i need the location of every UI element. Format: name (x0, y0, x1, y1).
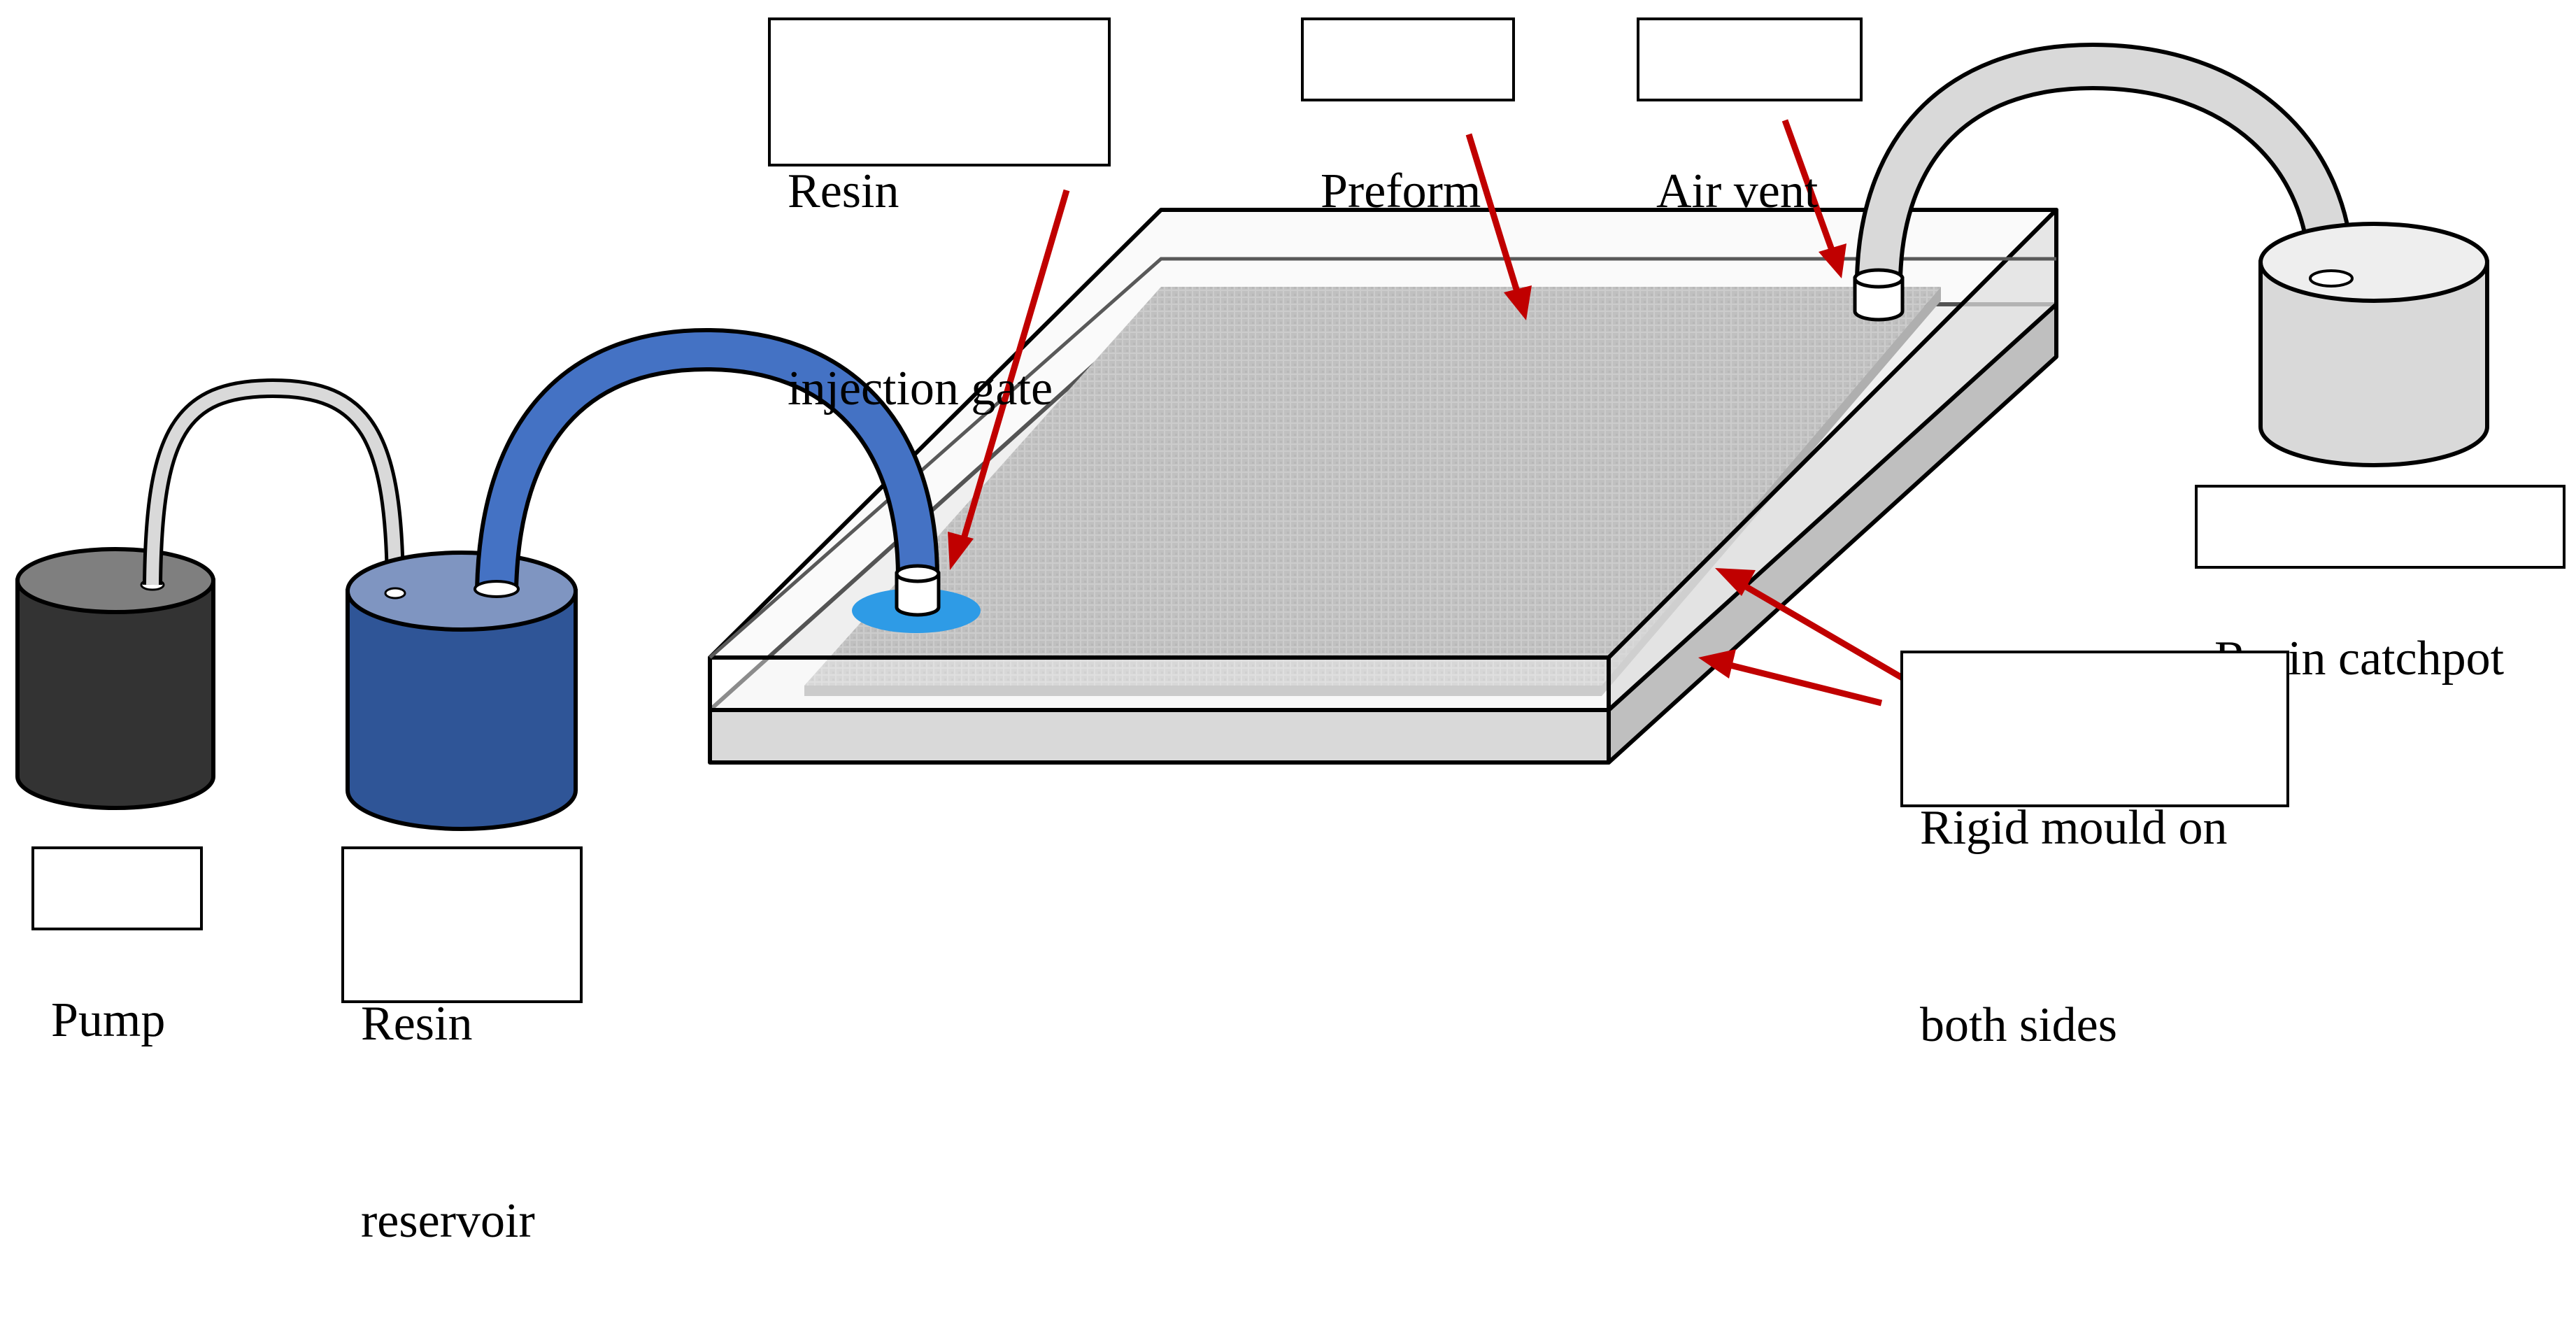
label-rigid-mould: Rigid mould on both sides (1900, 651, 2289, 1052)
resin-reservoir-cylinder (346, 551, 578, 831)
vent-to-catchpot-tube (1853, 42, 2355, 289)
upper-plate-side (1607, 208, 2058, 712)
pump-to-reservoir-tube (143, 378, 405, 594)
upper-plate-back-rim (709, 257, 2056, 659)
upper-plate-front (708, 655, 1611, 712)
callout-arrows (948, 119, 1912, 707)
label-pump: Pump (31, 846, 203, 1047)
label-resin-catchpot: Resin catchpot (2195, 485, 2566, 686)
preform-fabric (804, 287, 1941, 686)
air-vent (1853, 276, 1905, 322)
label-preform: Preform (1301, 17, 1515, 218)
arrow-mould-upper (1739, 581, 1912, 685)
injection-gate (852, 564, 981, 633)
resin-feed-tube (474, 327, 939, 598)
resin-catchpot-cylinder (2258, 222, 2489, 467)
arrow-preform (1465, 133, 1521, 295)
label-resin-injection-gate: Resin injection gate (768, 17, 1111, 416)
label-air-vent: Air vent (1637, 17, 1863, 218)
rigid-mould (708, 208, 2058, 765)
lower-plate-front (708, 708, 1611, 765)
arrow-mould-lower (1726, 661, 1883, 707)
rtm-process-diagram (15, 42, 2489, 831)
arrow-air-vent (1781, 119, 1836, 253)
arrow-injection-gate (958, 189, 1070, 547)
label-resin-reservoir: Resin reservoir (341, 846, 583, 1248)
pump-cylinder (15, 547, 215, 810)
